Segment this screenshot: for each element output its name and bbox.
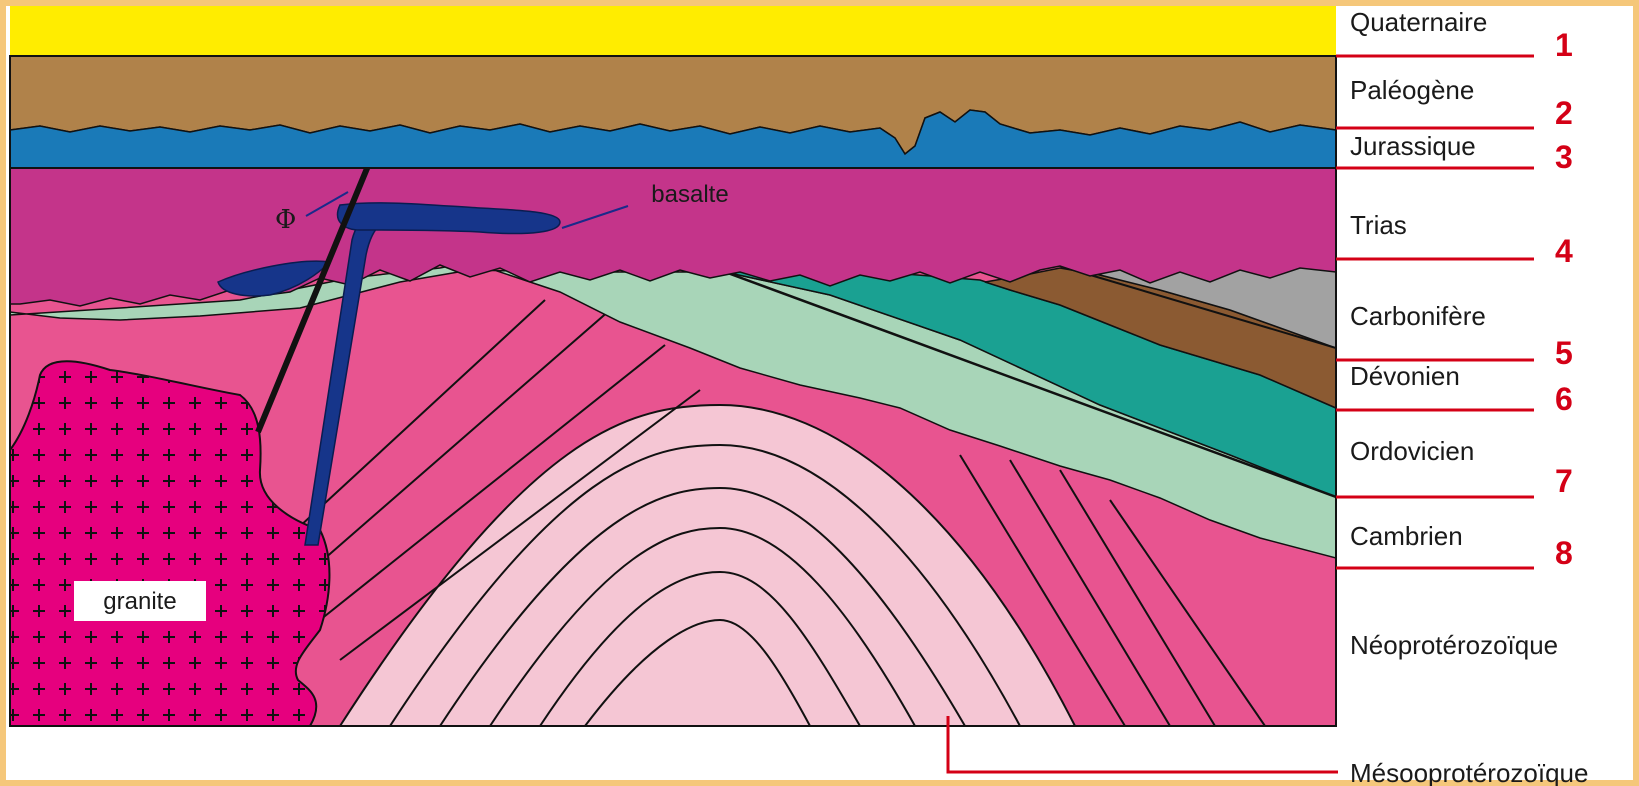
bed-line xyxy=(299,309,611,581)
bed-line xyxy=(319,344,666,621)
quaternaire-layer xyxy=(10,6,1336,56)
period-label-ordovicien: Ordovicien xyxy=(1350,436,1474,466)
bed-line xyxy=(1009,459,1171,726)
period-label-trias: Trias xyxy=(1350,210,1407,240)
fold-line xyxy=(439,486,966,726)
fold-line xyxy=(584,618,811,726)
period-label-mesoproterozoique: Mésooprotérozoïque xyxy=(1350,758,1588,786)
bed-line xyxy=(1059,469,1216,726)
fault-label: Φ xyxy=(275,205,296,235)
marker-number-4: 4 xyxy=(1555,233,1573,269)
period-label-paleogene: Paléogène xyxy=(1350,75,1474,105)
marker-number-6: 6 xyxy=(1555,381,1573,417)
basalte-leader xyxy=(561,205,629,229)
basalt-lens xyxy=(217,260,332,297)
mesoproterozoique-leader xyxy=(946,716,1338,774)
granite-pattern xyxy=(10,361,330,726)
fault-leader xyxy=(305,191,349,217)
marker-number-3: 3 xyxy=(1555,139,1573,175)
period-label-cambrien: Cambrien xyxy=(1350,521,1463,551)
fold-line xyxy=(389,443,1021,726)
bed-line xyxy=(1109,499,1266,726)
period-label-jurassique: Jurassique xyxy=(1350,131,1476,161)
granite-label: granite xyxy=(103,588,176,615)
period-label-devonien: Dévonien xyxy=(1350,361,1460,391)
period-label-quaternaire: Quaternaire xyxy=(1350,7,1487,37)
section-frame xyxy=(9,55,1337,727)
basalt-sill xyxy=(336,202,561,235)
granite-label-box xyxy=(74,581,206,621)
marker-number-1: 1 xyxy=(1555,27,1573,63)
marker-number-2: 2 xyxy=(1555,95,1573,131)
bed-line xyxy=(339,389,701,661)
period-label-carbonifere: Carbonifère xyxy=(1350,301,1486,331)
marker-number-8: 8 xyxy=(1555,535,1573,571)
bed-line xyxy=(959,454,1126,726)
marker-number-5: 5 xyxy=(1555,335,1573,371)
bed-line xyxy=(284,299,546,541)
fault-line xyxy=(255,164,371,434)
period-label-neoproterozoique: Néoprotérozoïque xyxy=(1350,630,1558,660)
jurassique-layer xyxy=(9,109,1337,169)
fold-line xyxy=(489,526,916,726)
unconformity-line xyxy=(724,270,1336,499)
mesoproterozoique-fold xyxy=(338,403,1077,726)
unconformity-line xyxy=(1059,265,1336,349)
fold-line xyxy=(539,570,861,726)
cambrien-layer xyxy=(10,261,1336,559)
basalte-label: basalte xyxy=(651,181,728,208)
marker-number-7: 7 xyxy=(1555,463,1573,499)
